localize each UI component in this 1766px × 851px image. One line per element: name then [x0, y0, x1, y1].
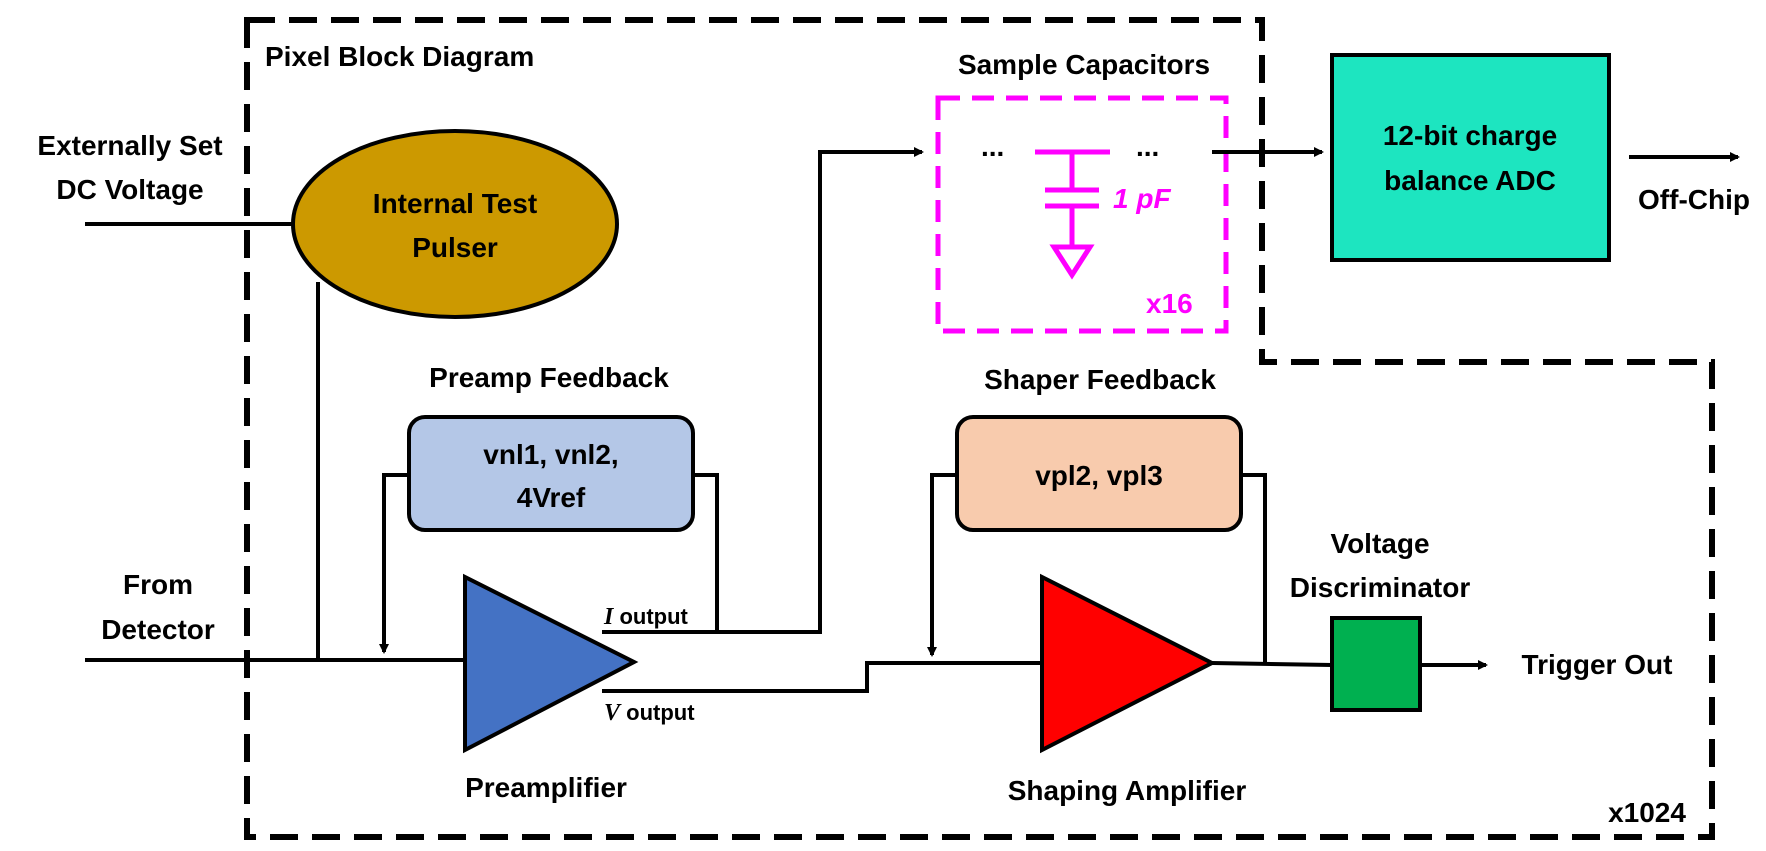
shaping-amplifier [1040, 573, 1217, 754]
off-chip-label: Off-Chip [1638, 184, 1750, 215]
pixel-block-title: Pixel Block Diagram [265, 41, 534, 72]
from-detector-label-line1: From [123, 569, 193, 600]
preamplifier [463, 573, 639, 754]
internal-test-pulser [291, 129, 619, 319]
trigger-out-label: Trigger Out [1522, 649, 1673, 680]
discriminator-label-line2: Discriminator [1290, 572, 1471, 603]
adc-block [1330, 53, 1611, 262]
test-pulser-label-line1: Internal Test [373, 188, 537, 219]
adc-label-line1: 12-bit charge [1383, 120, 1557, 151]
v-output-label: V output [604, 700, 695, 726]
preamp-feedback-line2: 4Vref [517, 482, 586, 513]
voltage-discriminator [1330, 616, 1422, 712]
capacitor-icon [1035, 149, 1110, 280]
shaper-feedback-wire-left [927, 473, 957, 657]
shaper-feedback-wire-right [1241, 473, 1267, 663]
preamplifier-label: Preamplifier [465, 772, 627, 803]
pixel-count-label: x1024 [1608, 797, 1686, 828]
pixel-boundary [244, 17, 1715, 840]
sample-capacitors-title: Sample Capacitors [958, 49, 1210, 80]
shaper-feedback-value: vpl2, vpl3 [1035, 460, 1163, 491]
from-detector-label-line2: Detector [101, 614, 215, 645]
adc-label-line2: balance ADC [1384, 165, 1556, 196]
preamp-feedback-title: Preamp Feedback [429, 362, 669, 393]
shaper-output-wire [1211, 661, 1333, 667]
i-output-wire [602, 147, 924, 634]
preamp-feedback-wire-left [379, 473, 409, 654]
capacitor-value: 1 pF [1113, 183, 1171, 214]
shaping-amplifier-label: Shaping Amplifier [1008, 775, 1247, 806]
preamp-feedback-block [407, 415, 695, 532]
test-pulser-label-line2: Pulser [412, 232, 498, 263]
preamp-feedback-line1: vnl1, vnl2, [483, 439, 618, 470]
cap-dots-left: ... [981, 131, 1004, 162]
external-voltage-label-line1: Externally Set [37, 130, 222, 161]
capacitor-count: x16 [1146, 288, 1193, 319]
i-output-label: I output [603, 604, 689, 630]
preamp-feedback-wire-right [693, 473, 719, 632]
shaper-feedback-title: Shaper Feedback [984, 364, 1216, 395]
discriminator-label-line1: Voltage [1330, 528, 1429, 559]
sample-capacitors-block [935, 95, 1229, 334]
external-voltage-label-line2: DC Voltage [56, 174, 203, 205]
v-output-wire [602, 661, 1042, 693]
cap-dots-right: ... [1136, 131, 1159, 162]
